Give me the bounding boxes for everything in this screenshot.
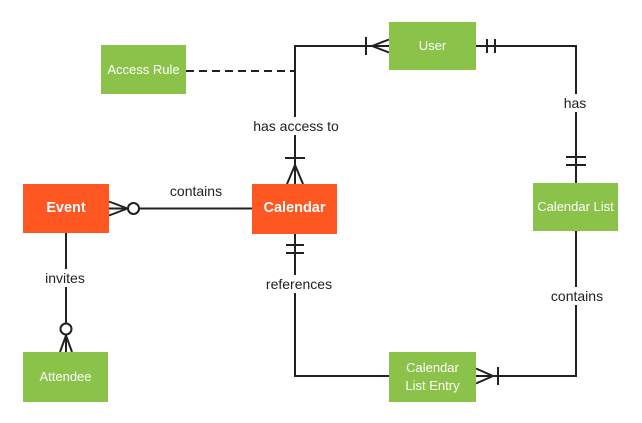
relationship-label-contains-2: contains (545, 287, 609, 305)
entity-event: Event (23, 184, 109, 233)
entity-calendar-list: Calendar List (533, 183, 618, 231)
crow-foot-many-icon (475, 367, 494, 385)
entity-label: User (418, 38, 447, 54)
entity-label: Calendar (263, 200, 326, 217)
relationship-label-contains: contains (164, 182, 228, 200)
crow-foot-many-icon (371, 38, 390, 54)
relationship-label-has-access-to: has access to (248, 117, 344, 135)
entity-label: Calendar List (537, 199, 614, 215)
entity-label: Calendar List Entry (405, 360, 460, 393)
connector-line (476, 231, 577, 377)
entity-calendar-list-entry: Calendar List Entry (389, 352, 476, 402)
cardinality-zero-icon (59, 322, 73, 336)
connector-line (294, 45, 389, 184)
crow-foot-many-icon (59, 335, 73, 353)
connector-calendar-user (285, 37, 390, 185)
entity-calendar: Calendar (252, 184, 337, 234)
connector-event-attendee (59, 233, 73, 353)
crow-foot-many-icon (108, 200, 128, 217)
relationship-label-invites: invites (40, 269, 90, 287)
entity-access-rule: Access Rule (101, 45, 186, 94)
connector-list-entry (475, 231, 577, 385)
crow-foot-many-icon (286, 164, 304, 185)
cardinality-exactly-one-icon (286, 244, 304, 254)
entity-label: Attendee (39, 369, 92, 385)
cardinality-zero-icon (127, 202, 140, 215)
cardinality-exactly-one-icon (486, 39, 496, 53)
connector-calendar-entry (286, 234, 389, 377)
entity-label: Access Rule (107, 61, 180, 77)
entity-attendee: Attendee (23, 352, 108, 402)
connector-line (294, 234, 389, 377)
cardinality-exactly-one-icon (566, 156, 586, 166)
entity-user: User (389, 22, 476, 70)
connector-event-calendar (108, 200, 252, 217)
connector-user-calendar-list (476, 39, 586, 183)
relationship-label-has: has (558, 94, 592, 112)
relationship-label-references: references (260, 275, 338, 293)
entity-label: Event (46, 199, 86, 216)
connector-line (476, 45, 577, 183)
